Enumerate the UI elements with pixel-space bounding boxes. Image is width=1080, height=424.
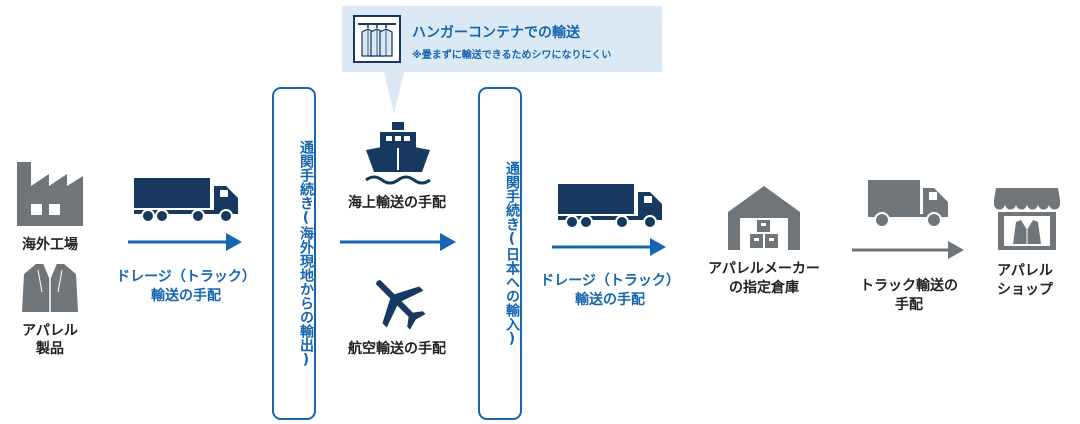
truck-icon (868, 180, 948, 228)
sea-label: 海上輸送の手配 (348, 195, 446, 211)
hanger-container-icon (353, 15, 401, 63)
warehouse-icon (728, 186, 800, 250)
customs-import-box: 通関手続き(日本への輸入) (478, 87, 522, 420)
arrow-4 (852, 241, 964, 259)
warehouse-label-line2: の指定倉庫 (729, 280, 799, 296)
air-label: 航空輸送の手配 (348, 341, 446, 357)
airplane-icon (376, 280, 426, 330)
ship-icon (365, 122, 431, 185)
truck-delivery-label-line2: 手配 (895, 297, 923, 313)
shop-label-line2: ショップ (997, 282, 1053, 298)
callout-title: ハンガーコンテナでの輸送 (412, 25, 580, 41)
arrow-2 (340, 233, 456, 251)
customs-export-box: 通関手続き(海外現地からの輸出) (272, 87, 316, 420)
drayage-truck-icon-2 (558, 184, 662, 229)
customs-export-text: 通関手続き(海外現地からの輸出) (298, 139, 314, 368)
apparel-label-line2: 製品 (36, 341, 64, 357)
factory-icon (17, 162, 83, 226)
arrow-3 (552, 238, 666, 256)
drayage1-label-line2: 輸送の手配 (151, 288, 221, 304)
warehouse-label-line1: アパレルメーカー (708, 261, 820, 277)
jacket-icon (22, 263, 78, 312)
customs-import-text: 通関手続き(日本への輸入) (504, 160, 520, 347)
shop-icon (994, 188, 1060, 250)
truck-delivery-label-line1: トラック輸送の (860, 278, 958, 294)
callout-tail (384, 72, 404, 114)
factory-label: 海外工場 (22, 237, 78, 253)
drayage2-label-line2: 輸送の手配 (575, 292, 645, 308)
apparel-label-line1: アパレル (22, 323, 78, 339)
drayage-truck-icon (134, 178, 238, 223)
shop-label-line1: アパレル (997, 263, 1053, 279)
drayage2-label-line1: ドレージ（トラック） (540, 273, 680, 289)
callout-note: ※畳まずに輸送できるためシワになりにくい (412, 50, 612, 61)
arrow-1 (128, 233, 242, 251)
drayage1-label-line1: ドレージ（トラック） (116, 269, 256, 285)
